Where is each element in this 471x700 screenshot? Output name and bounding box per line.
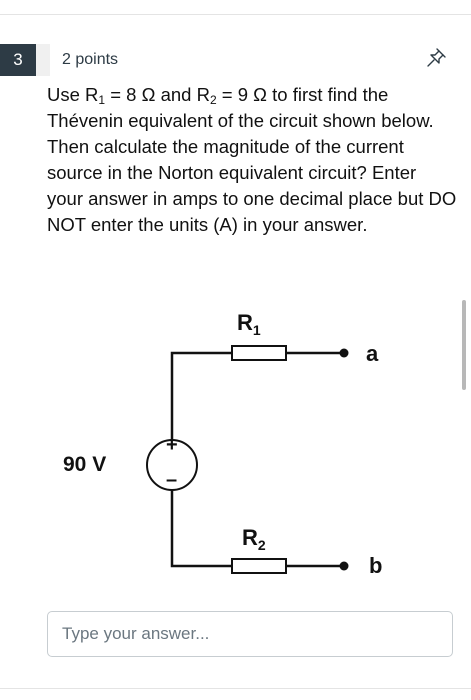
question-points: 2 points: [62, 51, 119, 68]
question-number: 3: [0, 44, 36, 76]
pin-icon[interactable]: [424, 46, 448, 70]
question-number-tab: [36, 44, 50, 76]
source-plus-sign: +: [166, 434, 178, 456]
top-wire: [170, 351, 232, 440]
r1-label: R1: [237, 310, 261, 338]
source-voltage-label: 90 V: [63, 453, 106, 476]
voltage-source: [146, 439, 198, 491]
bottom-divider: [0, 688, 471, 689]
node-a-label: a: [366, 341, 379, 366]
resistor-r1: [231, 345, 287, 361]
node-b-label: b: [369, 553, 382, 578]
source-minus-sign: –: [166, 469, 177, 491]
question-text: Use R1 = 8 Ω and R2 = 9 Ω to first find …: [47, 84, 457, 235]
resistor-r2: [231, 558, 287, 574]
answer-input[interactable]: [47, 611, 453, 657]
node-b-dot: [339, 561, 349, 571]
circuit-diagram: R1 R2 90 V + – a b: [63, 310, 382, 578]
scrollbar[interactable]: [462, 300, 466, 390]
top-divider: [0, 14, 471, 15]
bottom-wire: [170, 490, 232, 568]
r2-label: R2: [242, 525, 266, 553]
node-a-dot: [339, 348, 349, 358]
